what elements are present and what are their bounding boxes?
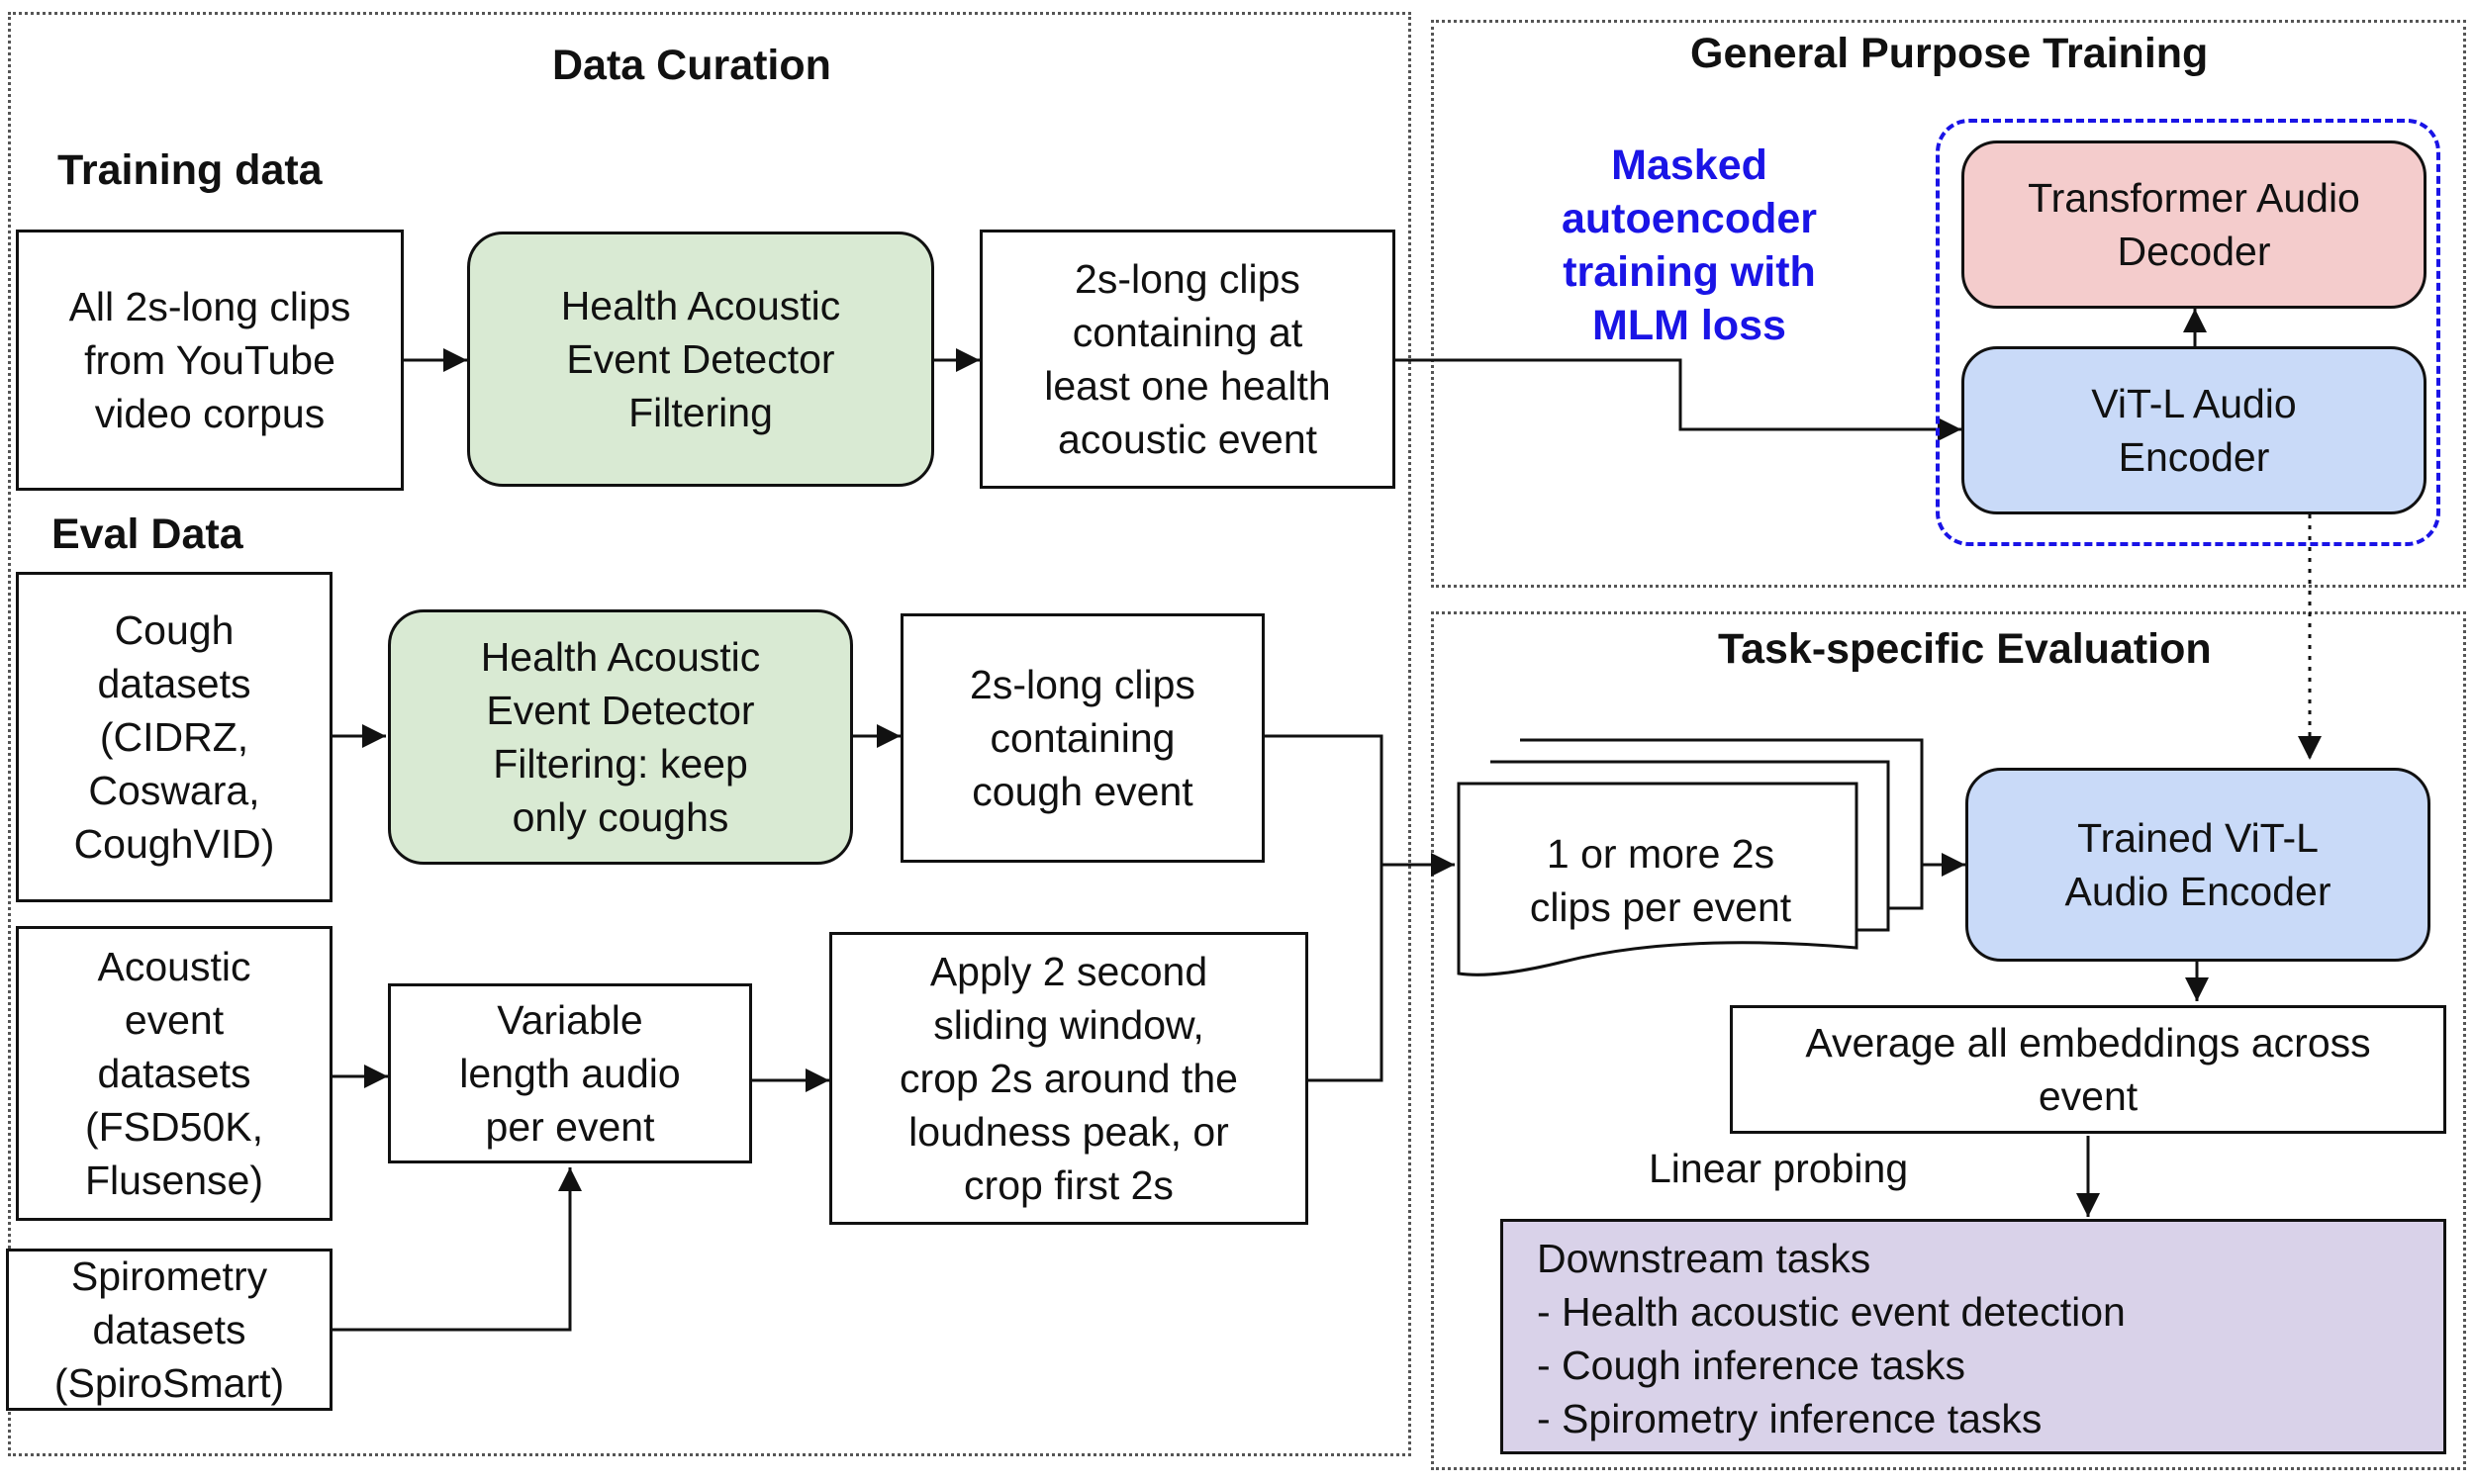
general-training-title: General Purpose Training — [1690, 30, 2209, 77]
health-event-filter-box: Health Acoustic Event Detector Filtering — [467, 232, 934, 487]
cough-filter-box: Health Acoustic Event Detector Filtering… — [388, 609, 853, 865]
data-curation-title: Data Curation — [552, 42, 831, 89]
variable-audio-box: Variable length audio per event — [388, 983, 752, 1163]
cough-clips-merge-line — [1265, 734, 1383, 1082]
health-event-clips-box: 2s-long clips containing at least one he… — [980, 230, 1395, 489]
transformer-decoder-box: Transformer Audio Decoder — [1961, 140, 2426, 309]
data-curation-section — [8, 12, 1411, 1456]
eval-data-heading: Eval Data — [51, 510, 243, 558]
general-training-section — [1431, 20, 2466, 588]
youtube-clips-box: All 2s-long clips from YouTube video cor… — [16, 230, 404, 491]
arrow-spirometry-to-variable — [333, 1167, 582, 1332]
task-evaluation-section — [1431, 611, 2466, 1470]
cough-datasets-box: Cough datasets (CIDRZ, Coswara, CoughVID… — [16, 572, 333, 902]
vit-encoder-box: ViT-L Audio Encoder — [1961, 346, 2426, 514]
task-evaluation-title: Task-specific Evaluation — [1718, 625, 2212, 673]
sliding-window-box: Apply 2 second sliding window, crop 2s a… — [829, 932, 1308, 1225]
clips-per-event-label: 1 or more 2s clips per event — [1529, 831, 1792, 930]
autoencoder-group — [1936, 119, 2440, 546]
average-embeddings-box: Average all embeddings across event — [1730, 1005, 2446, 1134]
linear-probing-label: Linear probing — [1649, 1146, 1909, 1191]
training-data-heading: Training data — [57, 146, 323, 194]
trained-encoder-box: Trained ViT-L Audio Encoder — [1965, 768, 2430, 962]
masked-autoencoder-label: Masked autoencoder training with MLM los… — [1561, 141, 1818, 349]
arrow-health-clips-to-encoder — [1395, 358, 1961, 441]
spirometry-datasets-box: Spirometry datasets (SpiroSmart) — [6, 1249, 333, 1411]
clips-stack-icon — [1457, 738, 1924, 976]
acoustic-datasets-box: Acoustic event datasets (FSD50K, Flusens… — [16, 926, 333, 1221]
downstream-tasks-box: Downstream tasks - Health acoustic event… — [1500, 1219, 2446, 1454]
cough-clips-box: 2s-long clips containing cough event — [901, 613, 1265, 863]
